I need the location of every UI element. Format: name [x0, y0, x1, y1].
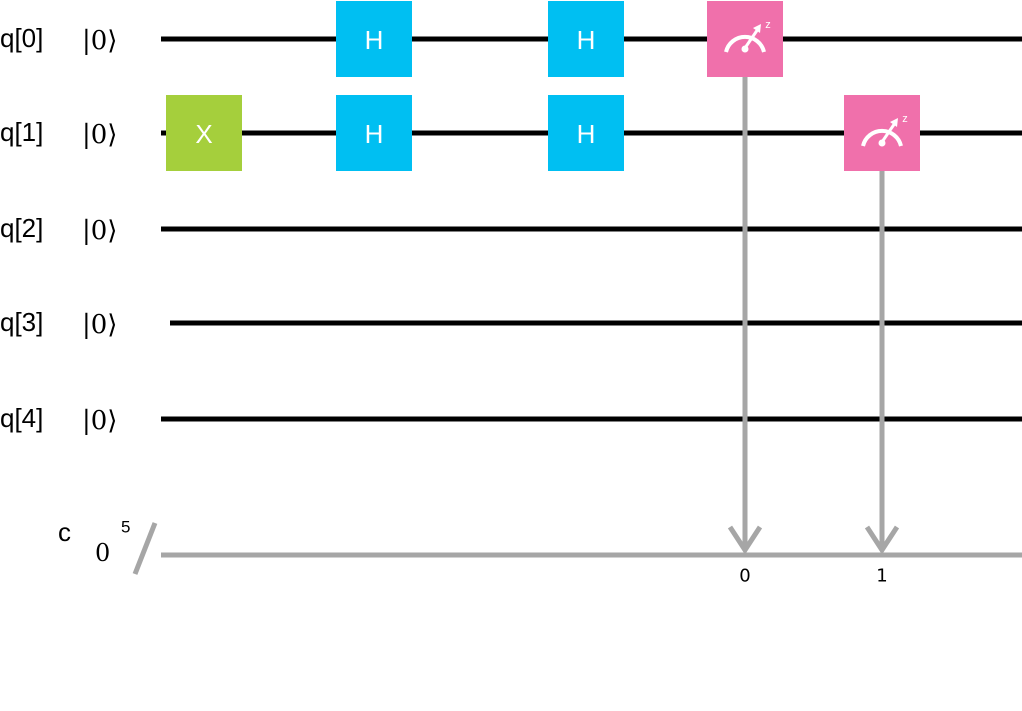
classical-register-size: 5 — [121, 518, 130, 537]
x-gate: X — [166, 95, 242, 171]
gate-label: H — [365, 119, 384, 149]
classical-register-label: c — [58, 517, 71, 547]
measure-basis: z — [902, 113, 908, 125]
gate-label: X — [195, 119, 212, 149]
qubit-label: q[2] — [0, 213, 43, 243]
h-gate: H — [548, 1, 624, 77]
gate-box — [336, 1, 412, 77]
classical-bit-index: 1 — [876, 566, 887, 587]
gate-box — [548, 95, 624, 171]
gate-label: H — [577, 119, 596, 149]
measure-gate-box — [707, 1, 783, 77]
classical-bit-index: 0 — [739, 566, 750, 587]
measure-gate-box — [844, 95, 920, 171]
h-gate: H — [548, 95, 624, 171]
h-gate: H — [336, 1, 412, 77]
qubit-initial-state: |0⟩ — [82, 406, 117, 436]
qubit-label: q[1] — [0, 117, 43, 147]
measure-gate: z — [844, 95, 920, 171]
gate-label: H — [365, 25, 384, 55]
gate-box — [548, 1, 624, 77]
measure-gate: z — [707, 1, 783, 77]
gates: X H H H Hz z — [166, 1, 920, 171]
qubit-labels: q[0] |0⟩ q[1] |0⟩ q[2] |0⟩ q[3] |0⟩ q[4] |0⟩ — [0, 23, 117, 436]
gate-label: H — [577, 25, 596, 55]
classical-register: c05 — [58, 517, 1022, 575]
gate-box — [166, 95, 242, 171]
qubit-initial-state: |0⟩ — [82, 26, 117, 56]
measurement-arrowhead — [727, 525, 763, 555]
qubit-initial-state: |0⟩ — [82, 120, 117, 150]
qubit-label: q[0] — [0, 23, 43, 53]
meter-icon: z — [861, 113, 908, 147]
h-gate: H — [336, 95, 412, 171]
qubit-label: q[3] — [0, 307, 43, 337]
qubit-initial-state: |0⟩ — [82, 310, 117, 340]
bundle-slash — [132, 522, 158, 575]
measurement-arrowhead — [864, 525, 900, 555]
qubit-initial-state: |0⟩ — [82, 216, 117, 246]
classical-register-initial-value: 0 — [95, 539, 110, 567]
meter-icon: z — [724, 19, 771, 53]
gate-box — [336, 95, 412, 171]
measure-basis: z — [765, 19, 771, 31]
qubit-label: q[4] — [0, 403, 43, 433]
